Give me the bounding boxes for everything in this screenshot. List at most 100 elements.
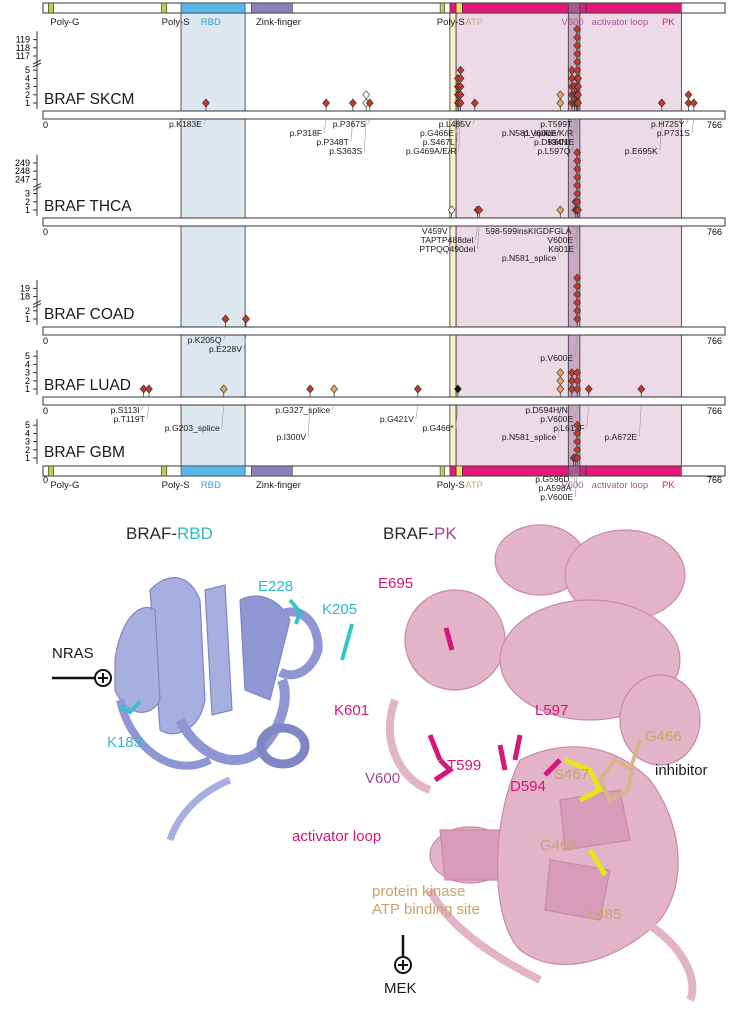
residue-e695: E695 [378,575,414,592]
domain-band-0 [180,7,246,471]
cohort-2-marker-2-3 [573,289,582,299]
cohort-3-label-5: p.G421V [380,414,414,424]
bottom-domain-2 [180,465,246,477]
pk-activator-sticks [427,627,562,783]
cohort-1-marker-5-1 [573,197,582,207]
cohort-0-marker-9-0 [556,98,565,108]
cohort-3-label-7: p.N581_splice [502,432,557,442]
cohort-0-leader-16 [686,118,689,125]
top-domain-label-6: V600 [561,17,583,28]
cohort-0-axis-start: 0 [43,120,48,130]
cohort-0-tick-label-0: 1 [25,98,30,108]
atp-site-label-line1: protein kinase [372,883,466,900]
cohort-3-label-1: p.T119T [114,414,146,424]
cohort-0-label-5: p.G466E [420,128,454,138]
cohort-3-marker-8-0 [567,384,576,394]
bottom-domain-10 [585,465,682,477]
top-domain-label-3: Zink-finger [256,17,301,28]
cohort-0-marker-16-1 [684,90,693,100]
cohort-0-axis-break-a [32,59,42,65]
cohort-1-marker-5-3 [573,180,582,190]
cohort-2-leader-1 [243,334,247,350]
cohort-2-high-tick-label-1: 19 [20,283,30,293]
bottom-domain-label-4: Poly-S [437,480,465,491]
cohort-3-leader-6 [455,404,459,429]
residue-k183: K183 [107,734,143,751]
cohort-0-label-10: p.D594N [534,137,568,147]
cohort-1-marker-6-0 [574,205,582,215]
bottom-domain-9 [579,465,587,477]
cohort-0-tick-label-2: 3 [25,82,30,92]
cohort-3-label-6: p.G466* [422,423,454,433]
cohort-1-axis-break-b [32,185,42,191]
bottom-domain-8 [568,465,581,477]
pk-ribbon [386,524,701,1002]
rbd-ribbon [114,577,323,842]
mek-marker [394,935,412,974]
cohort-0-marker-4-0 [365,98,374,108]
cohort-1-axis-end: 766 [707,227,722,237]
cohort-0-label-3: p.S363S [329,146,362,156]
cohort-1-leader-2 [476,225,480,250]
cohort-0-tick-label-1: 2 [25,90,30,100]
cohort-1-axis-break-a [32,182,42,188]
cohort-4-tick-label-0: 1 [25,453,30,463]
top-domain-1 [161,2,168,14]
cohort-0-marker-7-0 [456,98,465,108]
cohort-0-label-14: K601E [548,137,574,147]
residue-g466: G466 [645,728,682,745]
cohort-3-marker-9-2 [573,368,582,378]
cohort-3-axis-start: 0 [43,406,48,416]
cohort-2-axis-break-a [32,300,42,306]
cohort-3-label-11: p.A672E [604,432,637,442]
cohort-4-tick-label-3: 4 [25,428,30,438]
cohort-0-marker-13-7 [573,41,582,51]
cohort-1-tick-label-2: 3 [25,189,30,199]
cohort-1-marker-2-0 [475,205,484,215]
cohort-1-leader-3 [557,225,561,259]
cohort-1-marker-5-2 [573,189,582,199]
cohort-0-high-tick-label-2: 119 [16,35,30,45]
cohort-3-label-3: p.I300V [276,432,306,442]
cohort-0-tick-label-3: 4 [25,73,30,83]
residue-l597: L597 [535,702,569,719]
cohort-1-label-1: TAPTP488del [421,235,474,245]
cohort-2-axis-start: 0 [43,336,48,346]
cohort-4-leader-2 [574,473,578,498]
cohort-1-high-tick-label-1: 248 [15,166,30,176]
cohort-2-axis-break-b [32,303,42,309]
cohort-4-tick-label-2: 3 [25,437,30,447]
cohort-1-marker-5-6 [573,156,582,166]
cohort-3-marker-7-1 [556,376,565,386]
cohort-3-leader-11 [639,404,642,438]
rbd-title-suffix: RBD [177,524,213,543]
bottom-track-bar [42,465,726,477]
cohort-2-marker-0-0 [221,314,230,324]
cohort-0-marker-3-1 [362,90,371,100]
cohort-4-name: BRAF GBM [44,444,125,461]
residue-l485: L485 [588,906,622,923]
cohort-0-label-17: p.P731S [657,128,690,138]
cohort-3-leader-5 [415,404,419,420]
cohort-0-leader-10 [569,118,573,143]
top-domain-label-4: Poly-S [437,17,465,28]
cohort-0-leader-3 [363,118,367,152]
cohort-2-name: BRAF COAD [44,306,134,323]
top-domain-label-2: RBD [201,17,221,28]
cohort-3-tick-label-1: 2 [25,376,30,386]
cohort-3-marker-8-2 [567,368,576,378]
cohort-1-leader-5 [574,225,578,241]
top-domain-6 [455,2,463,14]
cohort-3-tick-label-3: 4 [25,359,30,369]
cohort-3-label-10: p.L613F [553,423,585,433]
cohort-3-tick-label-4: 5 [25,351,30,361]
inhibitor-molecule [597,739,642,803]
cohort-4-axis-start: 0 [43,475,48,485]
cohort-1-marker-5-4 [573,172,582,182]
mek-label: MEK [384,980,417,997]
cohort-2-marker-1-0 [242,314,250,324]
top-domain-3 [251,2,293,14]
bottom-domain-0 [48,465,54,477]
